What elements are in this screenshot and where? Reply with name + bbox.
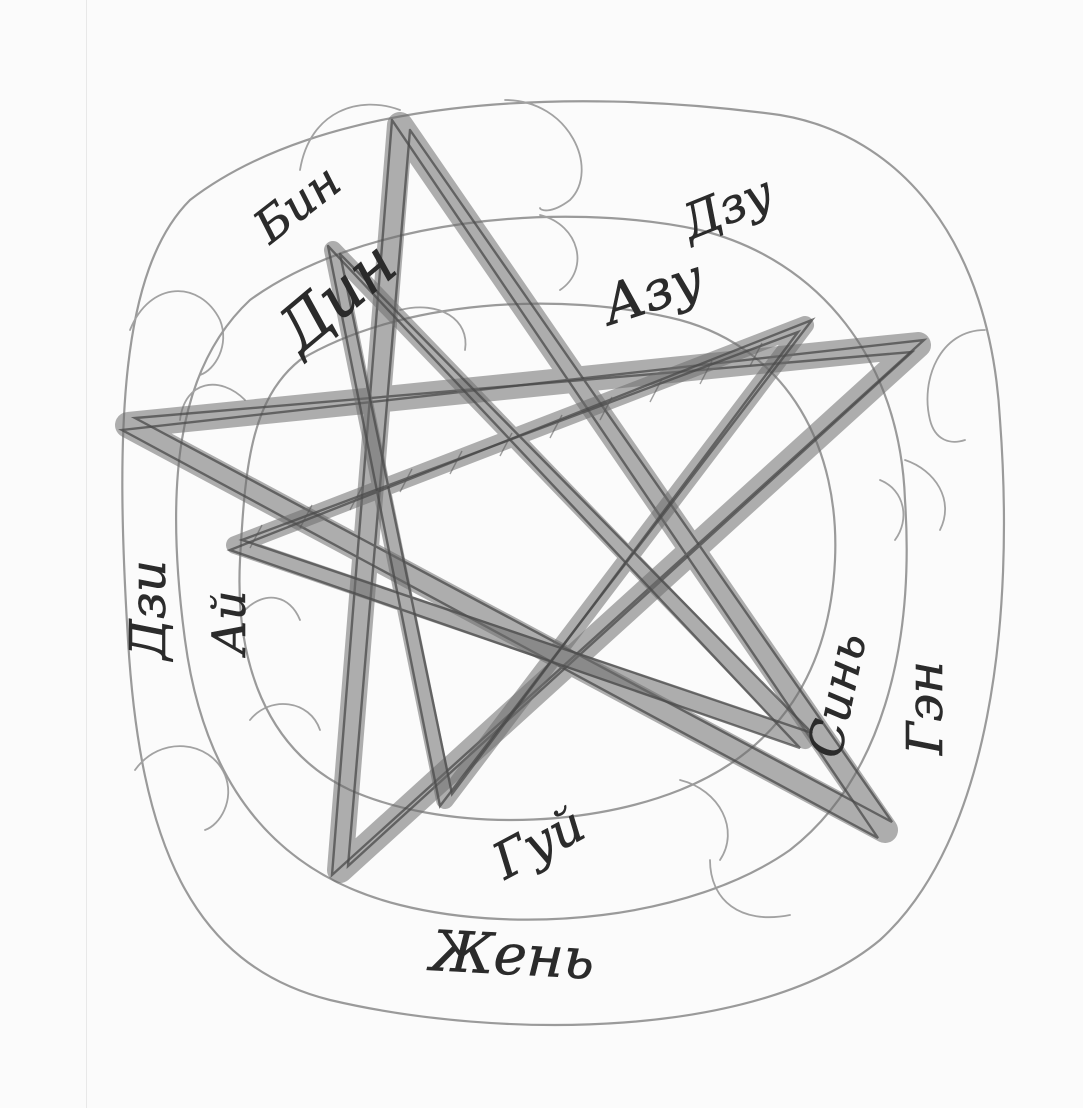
outer-scallop bbox=[130, 291, 223, 375]
middle-scallop bbox=[880, 480, 903, 540]
label-dzi: Дзи bbox=[119, 560, 177, 662]
outer-scallop bbox=[710, 860, 790, 917]
pentagram-outer bbox=[122, 120, 924, 875]
outer-ring bbox=[122, 101, 1004, 1025]
label-ayi: Ай bbox=[202, 591, 256, 658]
label-zhen: Жень bbox=[425, 919, 596, 993]
middle-scallop bbox=[680, 780, 728, 860]
label-sin: Синь bbox=[797, 628, 878, 762]
middle-scallop bbox=[540, 215, 577, 290]
outer-scallop bbox=[505, 100, 582, 210]
outer-scallop bbox=[927, 330, 985, 442]
label-bin: Бин bbox=[243, 153, 351, 254]
labels: Бин Дин Дзу Азу Дзи Ай Синь Гэн Гуй Жень bbox=[119, 153, 954, 992]
middle-scallop bbox=[250, 704, 320, 730]
label-gui: Гуй bbox=[483, 795, 594, 891]
label-gen: Гэн bbox=[896, 661, 954, 756]
outer-scallop bbox=[905, 460, 945, 530]
